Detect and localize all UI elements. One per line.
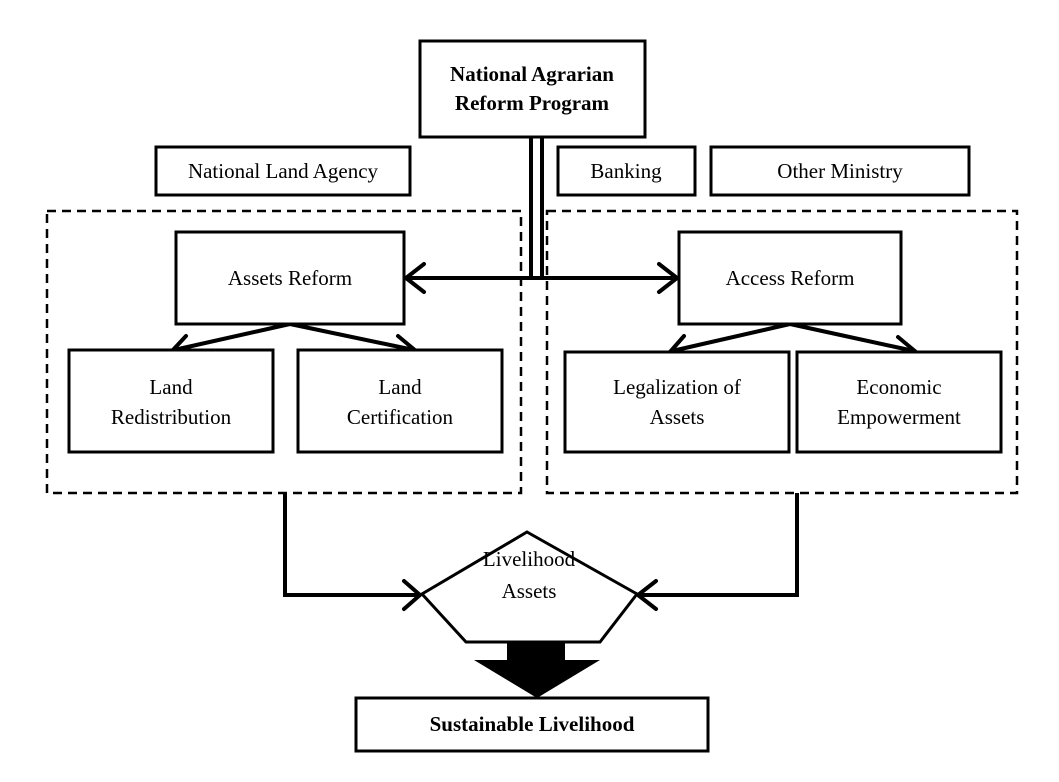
- economic-empowerment-line-1: Economic: [856, 375, 941, 399]
- access-to-empowerment-connector: [789, 322, 915, 353]
- other-ministry-label: Other Ministry: [777, 159, 903, 183]
- land-agency-label: National Land Agency: [188, 159, 379, 183]
- access-to-legalization-connector: [671, 322, 791, 353]
- nar-program-line-2: Reform Program: [455, 91, 610, 115]
- access-reform-box: [677, 230, 903, 326]
- block-arrow-down: [474, 640, 600, 698]
- arrow-head-left: [404, 262, 426, 294]
- land-redistribution-line-2: Redistribution: [111, 405, 232, 429]
- livelihood-assets-pentagon: [419, 530, 640, 644]
- access-reform-label: Access Reform: [726, 266, 855, 290]
- livelihood-assets-line-1: Livelihood: [483, 547, 576, 571]
- sustainable-livelihood-box: [354, 696, 710, 753]
- access-group-to-livelihood-connector: [640, 493, 799, 597]
- assets-reform-label: Assets Reform: [228, 266, 352, 290]
- livelihood-left-arrow-head: [402, 579, 422, 611]
- economic-empowerment-box: [795, 350, 1003, 454]
- livelihood-assets-line-2: Assets: [502, 579, 557, 603]
- land-agency-box: [154, 145, 412, 197]
- land-redistribution-line-1: Land: [149, 375, 193, 399]
- economic-empowerment-line-2: Empowerment: [837, 405, 961, 429]
- arrow-head-right: [657, 262, 679, 294]
- assets-reform-box: [174, 230, 406, 326]
- nar-program-box: [418, 39, 647, 139]
- land-certification-box: [296, 348, 504, 454]
- assets-to-redistribution-connector: [173, 322, 291, 352]
- land-certification-line-2: Certification: [347, 405, 454, 429]
- land-certification-line-1: Land: [378, 375, 422, 399]
- legalization-assets-box: [563, 350, 791, 454]
- sustainable-livelihood-label: Sustainable Livelihood: [430, 712, 635, 736]
- legalization-assets-line-2: Assets: [650, 405, 705, 429]
- land-redistribution-box: [67, 348, 275, 454]
- other-ministry-box: [709, 145, 971, 197]
- nar-program-line-1: National Agrarian: [450, 62, 614, 86]
- assets-to-certification-connector: [289, 322, 415, 352]
- banking-label: Banking: [590, 159, 662, 183]
- assets-group-to-livelihood-connector: [283, 493, 418, 597]
- banking-box: [556, 145, 697, 197]
- legalization-assets-line-1: Legalization of: [613, 375, 741, 399]
